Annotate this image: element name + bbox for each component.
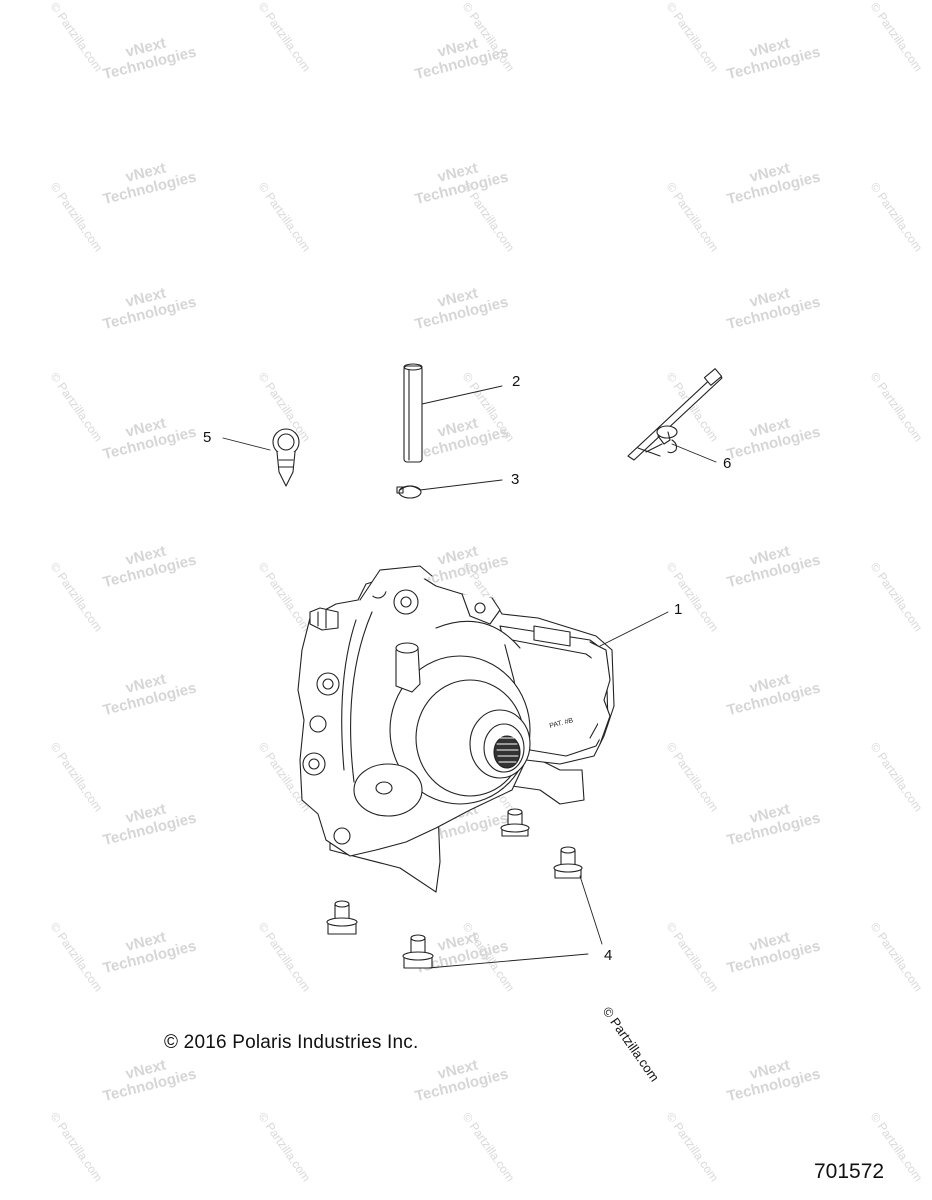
copyright-notice: © 2016 Polaris Industries Inc. bbox=[164, 1032, 419, 1053]
callout-5: 5 bbox=[203, 429, 211, 446]
callout-4: 4 bbox=[604, 947, 612, 964]
callout-3: 3 bbox=[511, 471, 519, 488]
bolt bbox=[326, 900, 358, 935]
part-number: 701572 bbox=[814, 1160, 885, 1183]
part-5-fitting bbox=[272, 428, 300, 487]
part-2-tube bbox=[403, 363, 423, 463]
callout-2: 2 bbox=[512, 373, 520, 390]
callout-6: 6 bbox=[723, 455, 731, 472]
leader-lines bbox=[222, 385, 717, 969]
part-6-cable-tie bbox=[627, 368, 723, 461]
bolt bbox=[553, 846, 583, 879]
bolt bbox=[500, 808, 530, 837]
part-1-gearcase bbox=[297, 565, 615, 893]
part-3-clamp bbox=[396, 485, 422, 499]
callout-1: 1 bbox=[674, 601, 682, 618]
bolt bbox=[402, 934, 434, 969]
